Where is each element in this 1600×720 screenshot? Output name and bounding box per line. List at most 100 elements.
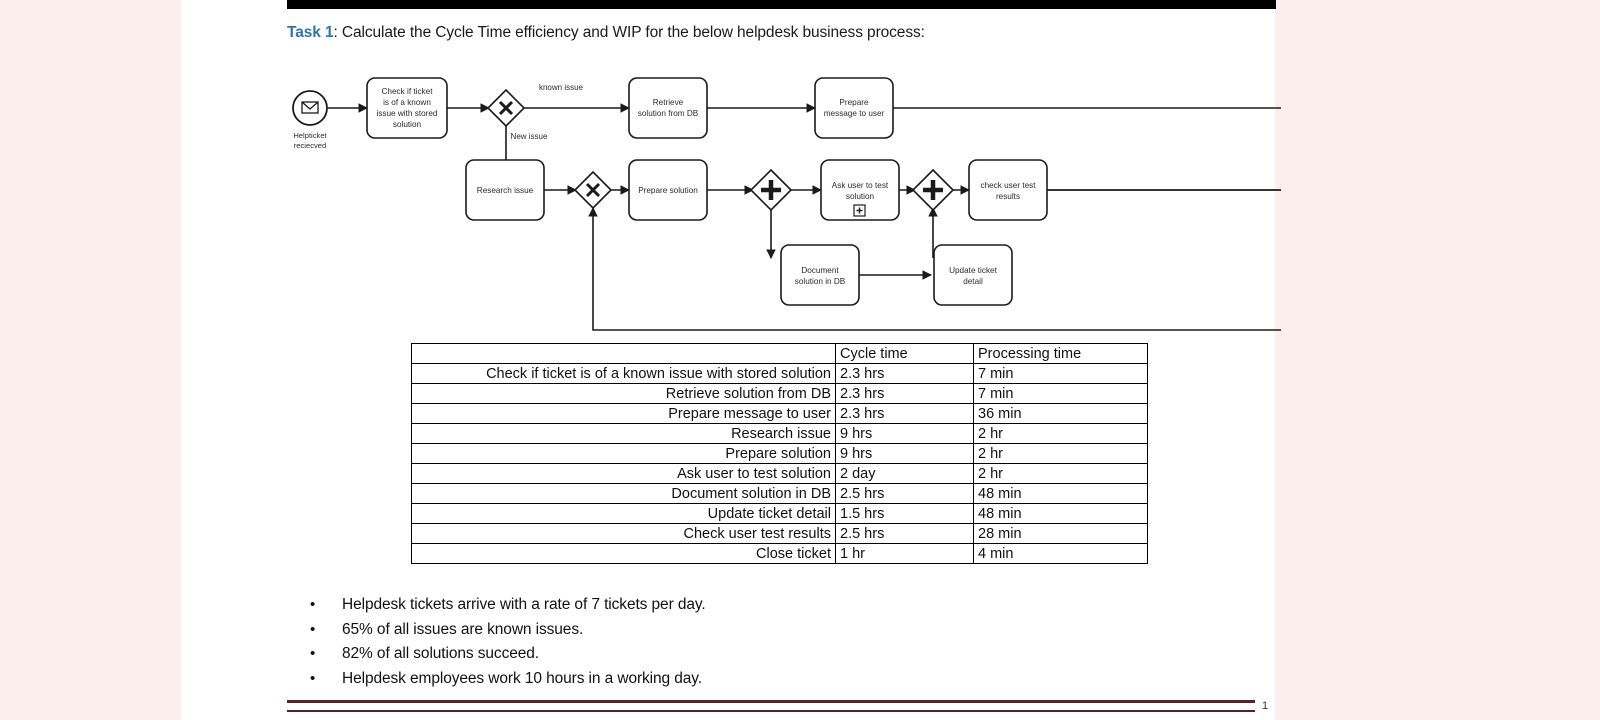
gateway-parallel-join xyxy=(911,168,955,212)
cell-processing-time: 2 hr xyxy=(973,443,1148,464)
table-row: Document solution in DB 2.5 hrs 48 min xyxy=(411,483,1148,504)
cell-activity: Check if ticket is of a known issue with… xyxy=(411,363,836,384)
task-heading: Task 1: Calculate the Cycle Time efficie… xyxy=(287,24,925,42)
table-row: Update ticket detail 1.5 hrs 48 min xyxy=(411,503,1148,524)
cell-processing-time: 2 hr xyxy=(973,463,1148,484)
list-item-text: Helpdesk employees work 10 hours in a wo… xyxy=(342,669,703,687)
cell-activity: Research issue xyxy=(411,423,836,444)
gateway-known-issue xyxy=(486,88,526,128)
cell-cycle-time: 9 hrs xyxy=(835,443,974,464)
task-check-ticket-line1: Check if ticket xyxy=(382,87,434,96)
table-row: Ask user to test solution 2 day 2 hr xyxy=(411,463,1148,484)
cell-cycle-time: 2.3 hrs xyxy=(835,403,974,424)
cell-cycle-time: 2.3 hrs xyxy=(835,383,974,404)
table-body: Check if ticket is of a known issue with… xyxy=(411,363,1148,564)
cell-processing-time: 2 hr xyxy=(973,423,1148,444)
list-item-text: 82% of all solutions succeed. xyxy=(342,645,539,662)
task-update-ticket-line2: detail xyxy=(963,277,983,286)
table-header-cycle-time: Cycle time xyxy=(835,343,974,364)
gateway-merge-research xyxy=(573,170,613,210)
task-prepare-solution-line1: Prepare solution xyxy=(638,186,698,195)
list-item: • Helpdesk tickets arrive with a rate of… xyxy=(310,593,1110,618)
table-row: Research issue 9 hrs 2 hr xyxy=(411,423,1148,444)
task-check-ticket-line3: issue with stored xyxy=(377,109,438,118)
cell-processing-time: 48 min xyxy=(973,483,1148,504)
cell-activity: Update ticket detail xyxy=(411,503,836,524)
bullet-icon: • xyxy=(310,596,316,613)
task-prepare-solution: Prepare solution xyxy=(628,159,708,221)
cell-processing-time: 7 min xyxy=(973,383,1148,404)
flow-solution-failed-loopback xyxy=(588,207,1281,331)
gateway-parallel-split xyxy=(749,168,793,212)
cell-cycle-time: 2.3 hrs xyxy=(835,363,974,384)
task-prepare-message: Prepare message to user xyxy=(814,77,894,139)
cell-cycle-time: 1.5 hrs xyxy=(835,503,974,524)
table-header-row: Cycle time Processing time xyxy=(411,343,1148,364)
list-item: • Helpdesk employees work 10 hours in a … xyxy=(310,667,1110,692)
task-document-line2: solution in DB xyxy=(795,277,846,286)
list-item: • 65% of all issues are known issues. xyxy=(310,618,1110,643)
task-research-issue: Research issue xyxy=(465,159,545,221)
task-number-label: Task 1 xyxy=(287,24,334,41)
cell-cycle-time: 2.5 hrs xyxy=(835,523,974,544)
task-retrieve-line1: Retrieve xyxy=(653,98,684,107)
bullet-icon: • xyxy=(310,620,316,638)
cell-activity: Prepare message to user xyxy=(411,403,836,424)
task-ask-user-line2: solution xyxy=(846,192,875,201)
cell-cycle-time: 1 hr xyxy=(835,543,974,564)
cell-processing-time: 48 min xyxy=(973,503,1148,524)
start-event-label-line2: reciecved xyxy=(294,141,327,150)
flow-label-new-issue: New issue xyxy=(511,132,548,141)
task-update-ticket-line1: Update ticket xyxy=(949,266,998,275)
task-check-ticket-line4: solution xyxy=(393,120,422,129)
task-check-ticket-line2: is of a known xyxy=(383,98,431,107)
footer-rule xyxy=(287,700,1255,712)
list-item-text: Helpdesk tickets arrive with a rate of 7… xyxy=(342,596,706,613)
cell-activity: Prepare solution xyxy=(411,443,836,464)
cell-activity: Document solution in DB xyxy=(411,483,836,504)
list-item-text: 65% of all issues are known issues. xyxy=(342,620,584,638)
task-document-solution: Document solution in DB xyxy=(780,244,860,306)
task-research-issue-line1: Research issue xyxy=(477,186,534,195)
process-metrics-table: Cycle time Processing time Check if tick… xyxy=(411,343,1148,564)
task-retrieve-line2: solution from DB xyxy=(638,109,699,118)
task-retrieve-solution: Retrieve solution from DB xyxy=(628,77,708,139)
start-event-label-line1: Helpticket xyxy=(293,131,327,140)
task-check-user-test-results: check user test results xyxy=(968,159,1048,221)
assumptions-list: • Helpdesk tickets arrive with a rate of… xyxy=(310,593,1110,691)
cell-activity: Check user test results xyxy=(411,523,836,544)
top-black-bar xyxy=(287,0,1276,9)
message-start-event xyxy=(292,90,328,126)
task-document-line1: Document xyxy=(801,266,839,275)
task-prepare-message-line2: message to user xyxy=(824,109,885,118)
task-ask-user-line1: Ask user to test xyxy=(832,181,889,190)
task-prepare-message-line1: Prepare xyxy=(839,98,869,107)
cell-activity: Retrieve solution from DB xyxy=(411,383,836,404)
cell-processing-time: 28 min xyxy=(973,523,1148,544)
table-row: Close ticket 1 hr 4 min xyxy=(411,543,1148,564)
task-check-results-line1: check user test xyxy=(980,181,1036,190)
table-row: Retrieve solution from DB 2.3 hrs 7 min xyxy=(411,383,1148,404)
cell-cycle-time: 2 day xyxy=(835,463,974,484)
table-row: Check if ticket is of a known issue with… xyxy=(411,363,1148,384)
table-header-activity xyxy=(411,343,836,364)
cell-cycle-time: 9 hrs xyxy=(835,423,974,444)
table-row: Prepare solution 9 hrs 2 hr xyxy=(411,443,1148,464)
task-update-ticket: Update ticket detail xyxy=(933,244,1013,306)
task-check-results-line2: results xyxy=(996,192,1020,201)
bpmn-process-diagram: Helpticket reciecved send solution to us… xyxy=(281,62,1281,342)
cell-cycle-time: 2.5 hrs xyxy=(835,483,974,504)
task-ask-user-test: Ask user to test solution xyxy=(820,159,900,221)
cell-activity: Ask user to test solution xyxy=(411,463,836,484)
task-description-text: : Calculate the Cycle Time efficiency an… xyxy=(333,24,925,41)
cell-activity: Close ticket xyxy=(411,543,836,564)
sub-process-plus-icon xyxy=(853,204,866,217)
page-number: 1 xyxy=(1262,700,1269,712)
list-item: • 82% of all solutions succeed. xyxy=(310,642,1110,667)
bullet-icon: • xyxy=(310,669,316,687)
table-header-processing-time: Processing time xyxy=(973,343,1148,364)
flow-label-known-issue: known issue xyxy=(539,83,584,92)
bullet-icon: • xyxy=(310,645,316,662)
cell-processing-time: 4 min xyxy=(973,543,1148,564)
